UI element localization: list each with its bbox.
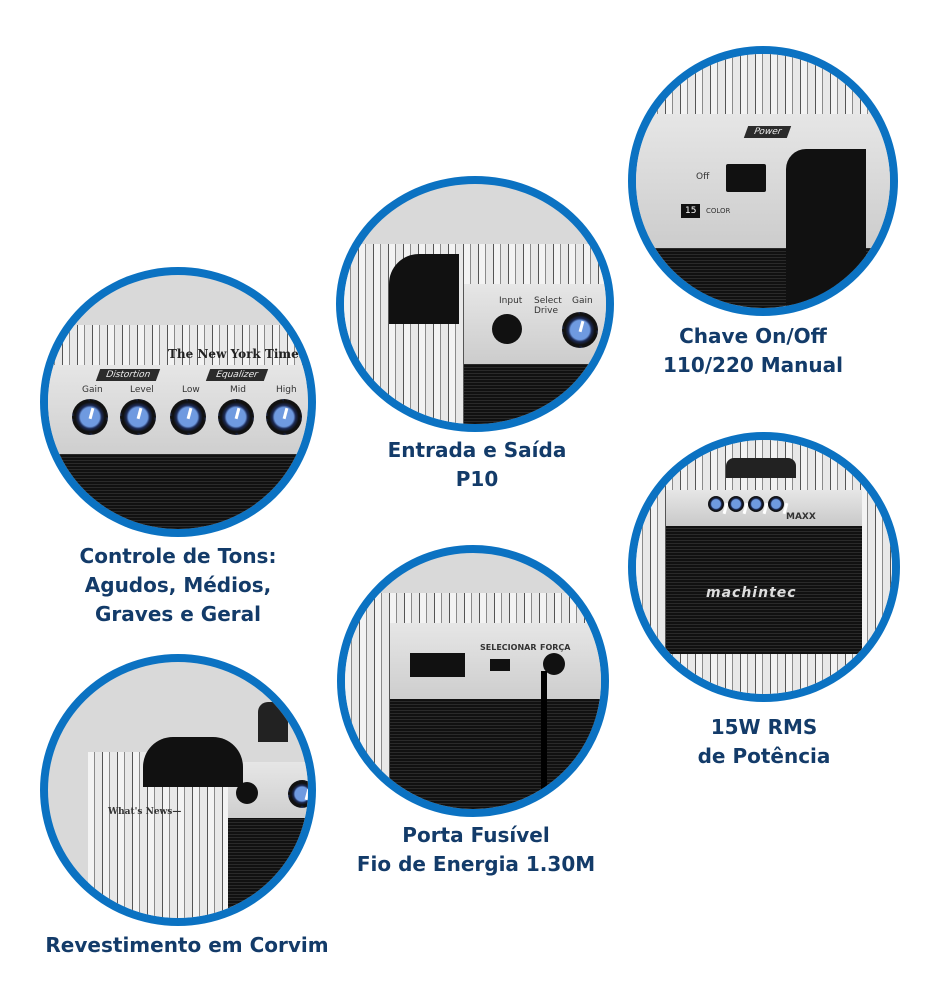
color-label: COLOR <box>706 207 731 215</box>
high-knob <box>266 399 302 435</box>
off-label: Off <box>696 172 710 182</box>
power-switch <box>726 164 766 192</box>
handle <box>726 458 796 478</box>
knob-label: High <box>276 385 297 395</box>
knob <box>748 496 764 512</box>
force-label: FORÇA <box>540 643 571 652</box>
amplifier-photo: MAXX machintec <box>628 432 900 702</box>
label-line: 15W RMS <box>710 715 818 739</box>
gain-knob <box>72 399 108 435</box>
input-label: Input <box>499 296 523 306</box>
label-line: Graves e Geral <box>95 602 261 626</box>
newspaper-masthead: The New York Times <box>168 347 306 361</box>
rear-panel-photo: SELECIONAR FORÇA <box>337 545 609 817</box>
feature-label-tones: Controle de Tons: Agudos, Médios, Graves… <box>80 542 277 629</box>
handle <box>258 702 288 742</box>
newspaper-headline: What's News— <box>108 807 182 817</box>
feature-label-covering: Revestimento em Corvim <box>45 931 328 960</box>
knob-label: Low <box>182 385 200 395</box>
label-line: P10 <box>455 467 499 491</box>
equalizer-label: Equalizer <box>205 369 268 381</box>
knob <box>768 496 784 512</box>
label-line: Fio de Energia 1.30M <box>356 852 596 876</box>
select-drive-label: Select Drive <box>534 296 562 316</box>
feature-label-input: Entrada e Saída P10 <box>388 436 567 494</box>
knob-label: Gain <box>82 385 103 395</box>
brand-logo: machintec <box>706 585 797 601</box>
label-line: Chave On/Off <box>679 324 827 348</box>
mid-knob <box>218 399 254 435</box>
input-jack <box>492 314 522 344</box>
gain-label: Gain <box>572 296 593 306</box>
label-line: 110/220 Manual <box>663 353 843 377</box>
label-line: Agudos, Médios, <box>84 573 272 597</box>
low-knob <box>170 399 206 435</box>
tone-controls-photo: The New York Times Distortion Equalizer … <box>40 267 316 537</box>
label-line: de Potência <box>697 744 831 768</box>
gain-knob <box>562 312 598 348</box>
model-label: MAXX <box>786 512 816 522</box>
feature-label-power-rating: 15W RMS de Potência <box>698 713 831 771</box>
corner-protector <box>786 149 866 308</box>
label-line: Controle de Tons: <box>79 544 277 568</box>
input-jack-photo: Input Select Drive Gain <box>336 176 614 432</box>
label-line: Porta Fusível <box>402 823 550 847</box>
distortion-label: Distortion <box>95 369 161 381</box>
knob <box>728 496 744 512</box>
gain-knob <box>288 780 308 808</box>
model-badge: 15 <box>681 204 701 218</box>
voltage-switch <box>490 659 510 671</box>
select-label: SELECIONAR <box>480 643 537 652</box>
power-label: Power <box>743 126 792 138</box>
power-switch-photo: Power Off 15 COLOR <box>628 46 898 316</box>
covering-photo: What's News— <box>40 654 316 926</box>
feature-label-rear: Porta Fusível Fio de Energia 1.30M <box>357 821 595 879</box>
knob-label: Mid <box>230 385 246 395</box>
power-cord-socket <box>543 653 565 675</box>
knob-label: Level <box>130 385 154 395</box>
input-jack <box>236 782 258 804</box>
feature-label-power: Chave On/Off 110/220 Manual <box>663 322 843 380</box>
level-knob <box>120 399 156 435</box>
corner-protector <box>143 737 243 787</box>
knob <box>708 496 724 512</box>
label-line: Revestimento em Corvim <box>45 933 329 957</box>
fuse-holder <box>410 653 465 677</box>
corner-protector <box>389 254 459 324</box>
power-cord <box>541 671 547 791</box>
label-line: Entrada e Saída <box>387 438 567 462</box>
